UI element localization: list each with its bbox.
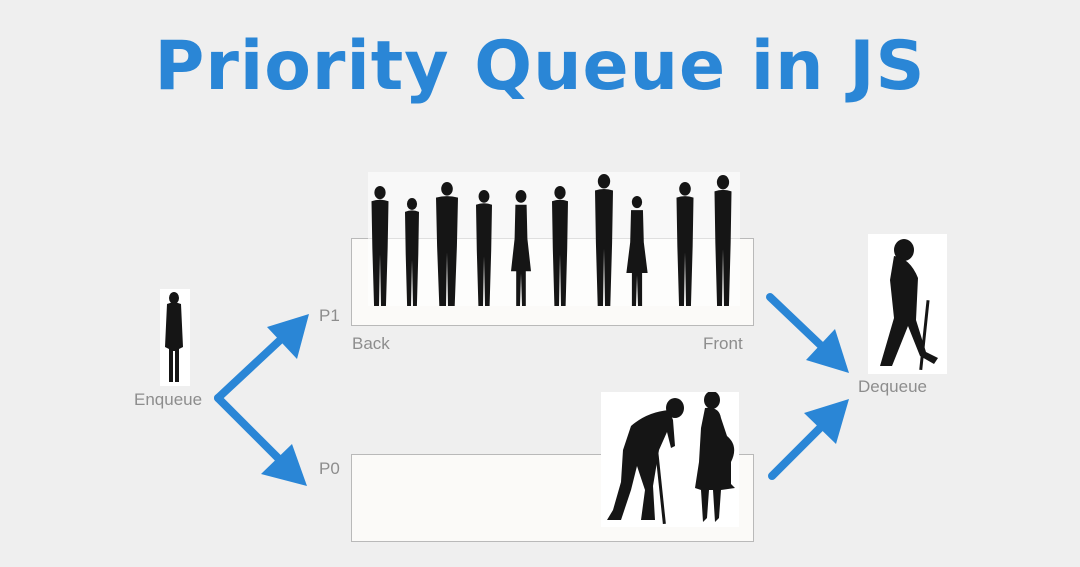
page-title: Priority Queue in JS — [154, 27, 926, 106]
queue-person-9 — [676, 182, 694, 306]
dequeue-label: Dequeue — [858, 377, 928, 396]
pregnant-woman-icon — [695, 392, 735, 522]
p1-to-dequeue-arrow — [766, 293, 849, 373]
enqueue-to-p0-arrow — [214, 394, 307, 486]
dequeue-person-photo — [868, 234, 947, 374]
enqueue-to-p1-arrow — [214, 314, 309, 402]
queue-person-1 — [371, 186, 389, 306]
queue-person-2 — [405, 198, 419, 306]
p0-label: P0 — [319, 459, 340, 478]
queue-person-7 — [595, 174, 613, 306]
front-label: Front — [703, 334, 743, 353]
enqueue-label: Enqueue — [134, 390, 203, 409]
enqueue-person-photo — [160, 289, 190, 386]
p0-to-dequeue-arrow — [768, 399, 849, 480]
queue-person-8 — [626, 196, 648, 306]
elderly-person-with-cane-icon — [607, 398, 684, 525]
queue-person-5 — [511, 190, 531, 306]
p1-label: P1 — [319, 306, 340, 325]
queue-person-10 — [714, 175, 732, 306]
queue-person-3 — [436, 182, 458, 306]
queue-person-6 — [552, 186, 568, 306]
queue-person-4 — [476, 190, 492, 306]
back-label: Back — [352, 334, 390, 353]
p0-priority-people-photo — [601, 392, 739, 527]
person-silhouette-icon — [165, 292, 183, 382]
elderly-person-with-cane-icon — [880, 239, 938, 371]
